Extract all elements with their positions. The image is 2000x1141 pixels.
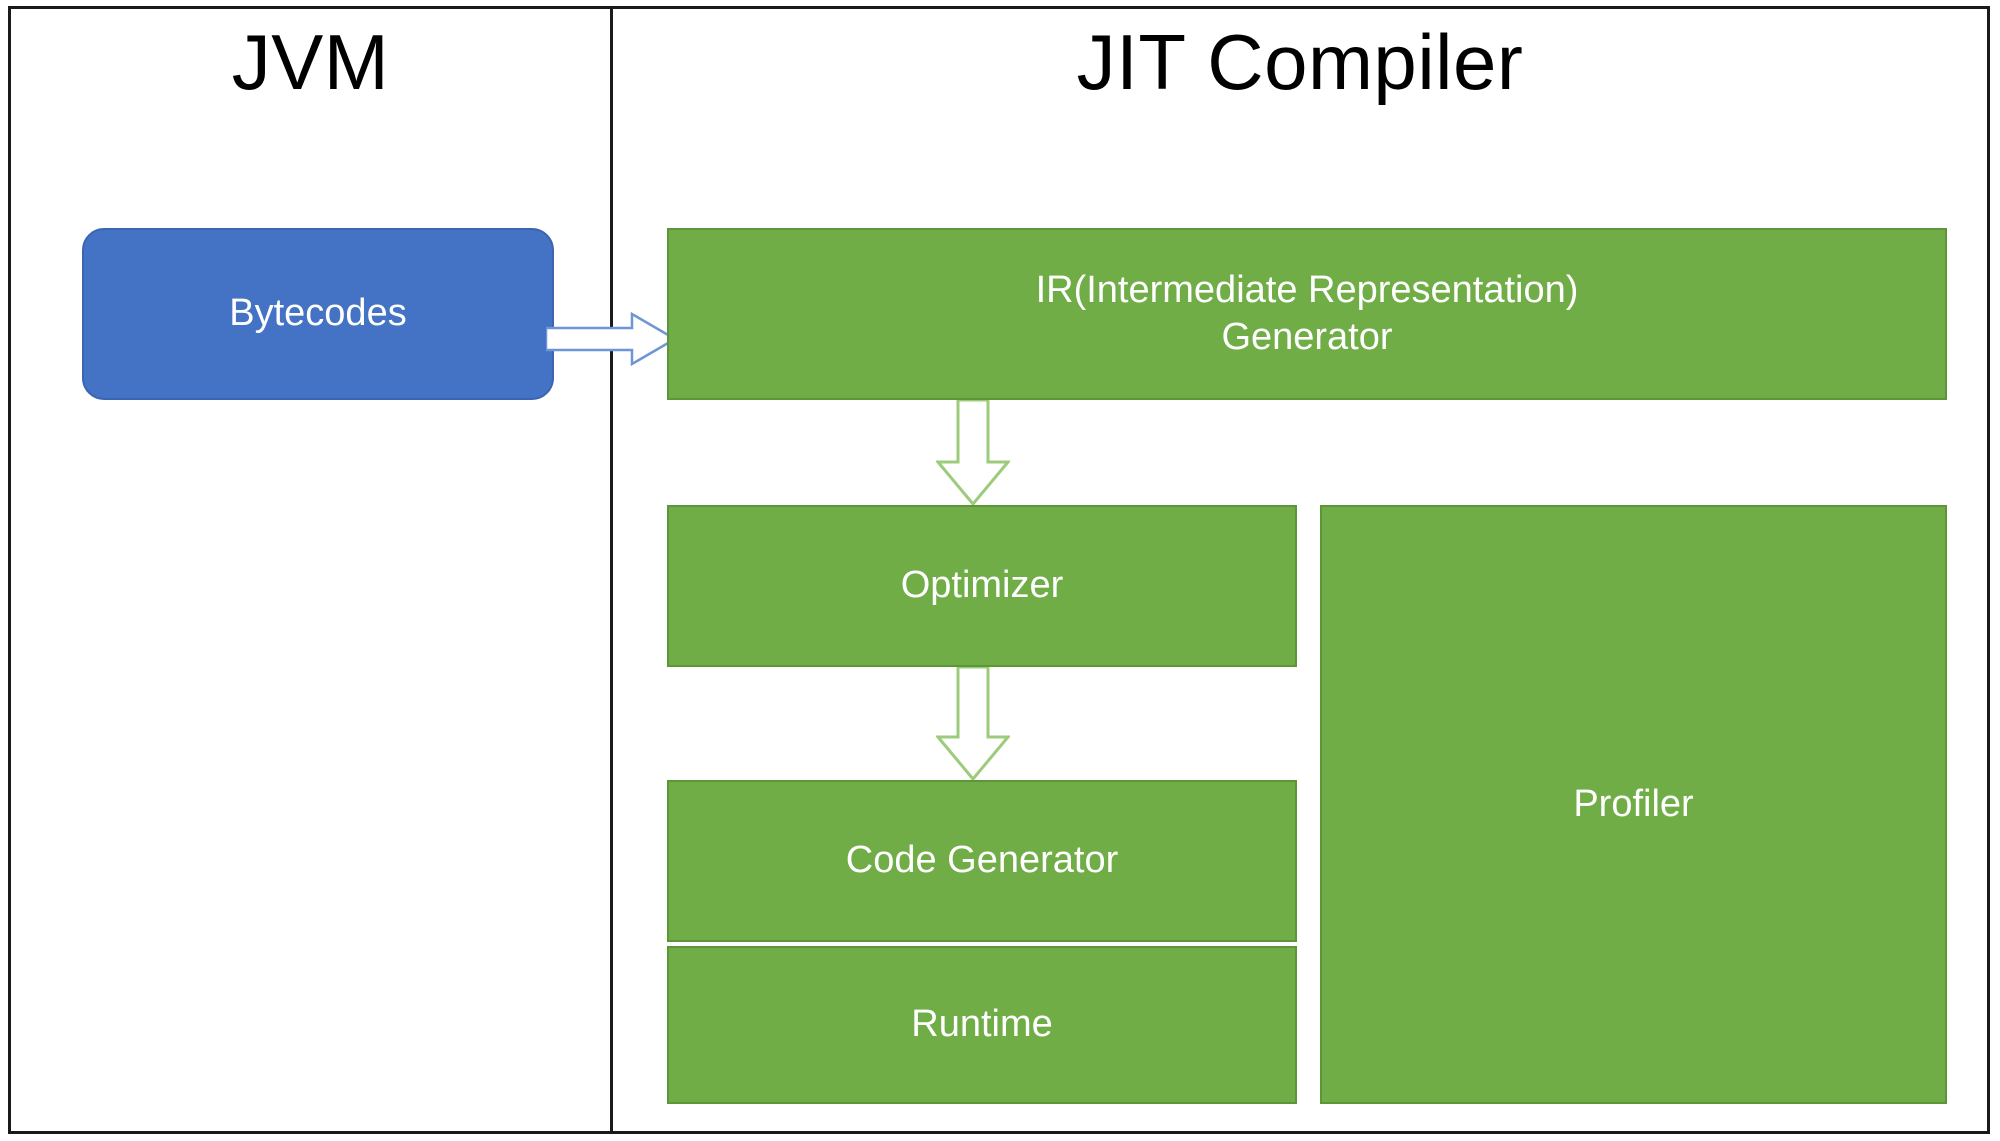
arrow-bytecodes-to-ir-icon	[546, 311, 676, 367]
panel-divider	[610, 6, 613, 1134]
jit-compiler-panel-title: JIT Compiler	[1076, 18, 1524, 106]
code-generator-label: Code Generator	[845, 839, 1119, 882]
ir-generator-label-line2: Generator	[1221, 316, 1393, 358]
runtime-label: Runtime	[911, 1003, 1053, 1046]
bytecodes-label: Bytecodes	[229, 292, 407, 335]
runtime-box[interactable]: Runtime	[667, 946, 1297, 1104]
code-generator-box[interactable]: Code Generator	[667, 780, 1297, 942]
ir-generator-label: IR(Intermediate Representation) Generato…	[1036, 267, 1579, 362]
ir-generator-label-line1: IR(Intermediate Representation)	[1035, 268, 1579, 311]
optimizer-box[interactable]: Optimizer	[667, 505, 1297, 667]
arrow-ir-to-optimizer-icon	[936, 400, 1010, 506]
profiler-box[interactable]: Profiler	[1320, 505, 1947, 1104]
arrow-optimizer-to-code-generator-icon	[936, 667, 1010, 781]
bytecodes-box[interactable]: Bytecodes	[82, 228, 554, 400]
jvm-panel-title: JVM	[231, 18, 390, 106]
optimizer-label: Optimizer	[900, 564, 1064, 607]
ir-generator-box[interactable]: IR(Intermediate Representation) Generato…	[667, 228, 1947, 400]
profiler-label: Profiler	[1573, 782, 1694, 825]
